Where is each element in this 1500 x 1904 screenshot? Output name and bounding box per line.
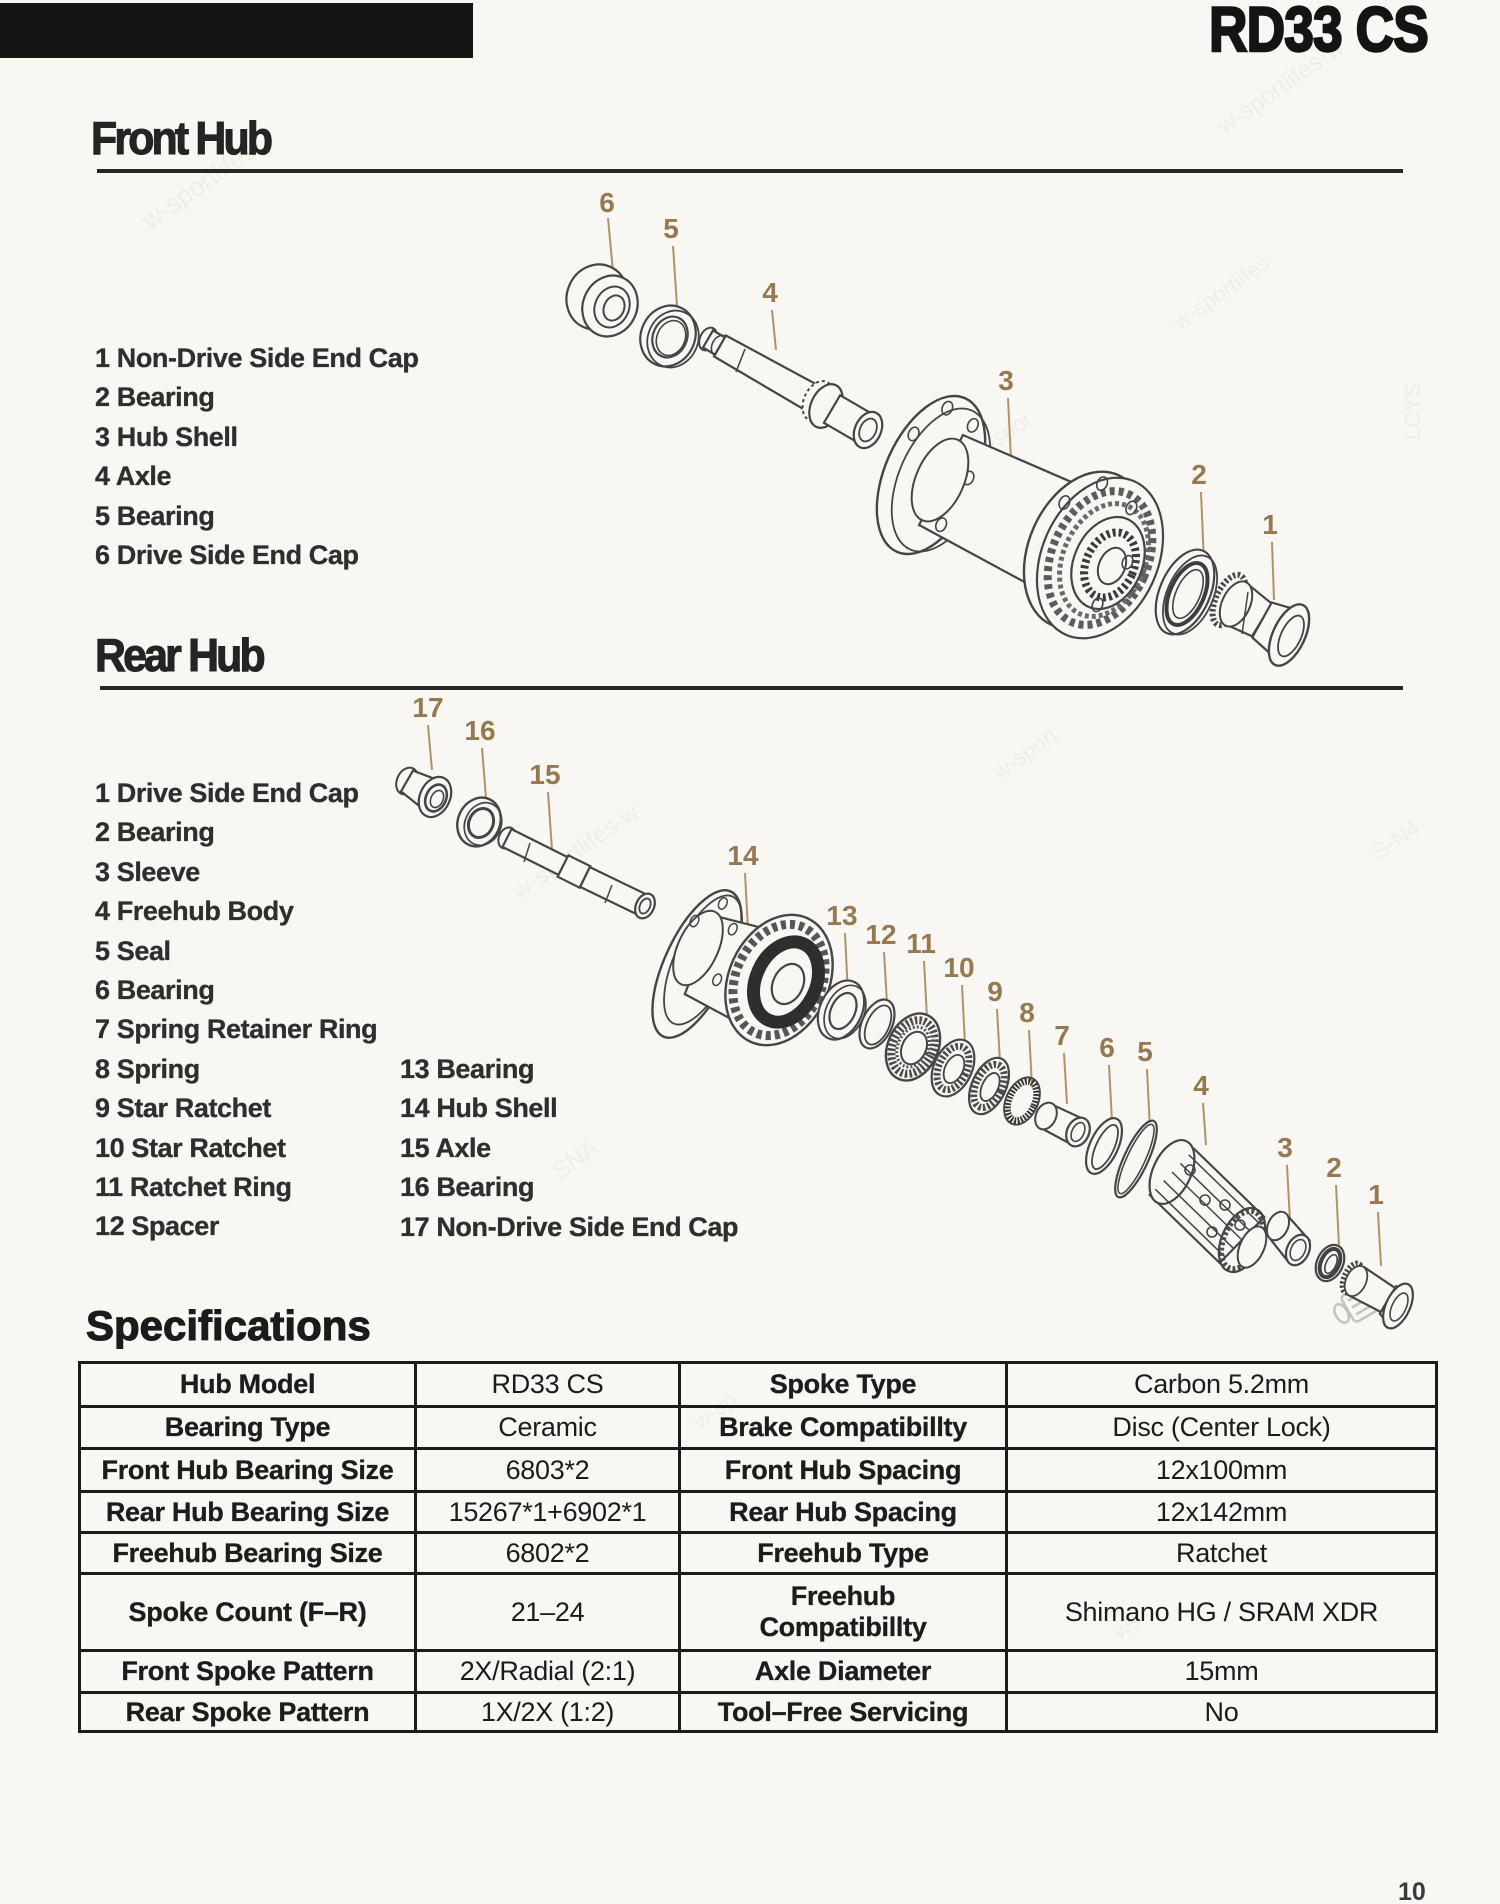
svg-text:1: 1 [1262, 509, 1278, 540]
svg-text:5: 5 [1137, 1036, 1153, 1067]
svg-text:3: 3 [998, 365, 1014, 396]
svg-text:5: 5 [663, 213, 679, 244]
svg-text:16: 16 [464, 715, 495, 746]
svg-text:8: 8 [1019, 997, 1035, 1028]
svg-text:11: 11 [906, 928, 936, 959]
svg-text:2: 2 [1326, 1152, 1342, 1183]
svg-text:4: 4 [1193, 1070, 1209, 1101]
svg-text:17: 17 [412, 692, 443, 723]
svg-text:12: 12 [865, 919, 896, 950]
svg-text:6: 6 [599, 187, 615, 218]
svg-text:14: 14 [727, 840, 759, 871]
svg-text:9: 9 [987, 976, 1003, 1007]
svg-text:LCYS: LCYS [1400, 383, 1425, 440]
svg-text:10: 10 [943, 952, 974, 983]
svg-text:3: 3 [1277, 1132, 1293, 1163]
svg-text:15: 15 [529, 759, 560, 790]
svg-text:7: 7 [1054, 1020, 1070, 1051]
svg-text:S-N4: S-N4 [1369, 815, 1424, 864]
svg-text:w-sport: w-sport [988, 722, 1062, 784]
svg-text:2: 2 [1191, 459, 1207, 490]
svg-text:13: 13 [826, 900, 857, 931]
svg-text:4: 4 [762, 277, 778, 308]
svg-text:6: 6 [1099, 1032, 1115, 1063]
svg-text:1: 1 [1368, 1179, 1384, 1210]
svg-text:w-sportlifes: w-sportlifes [1168, 250, 1274, 335]
